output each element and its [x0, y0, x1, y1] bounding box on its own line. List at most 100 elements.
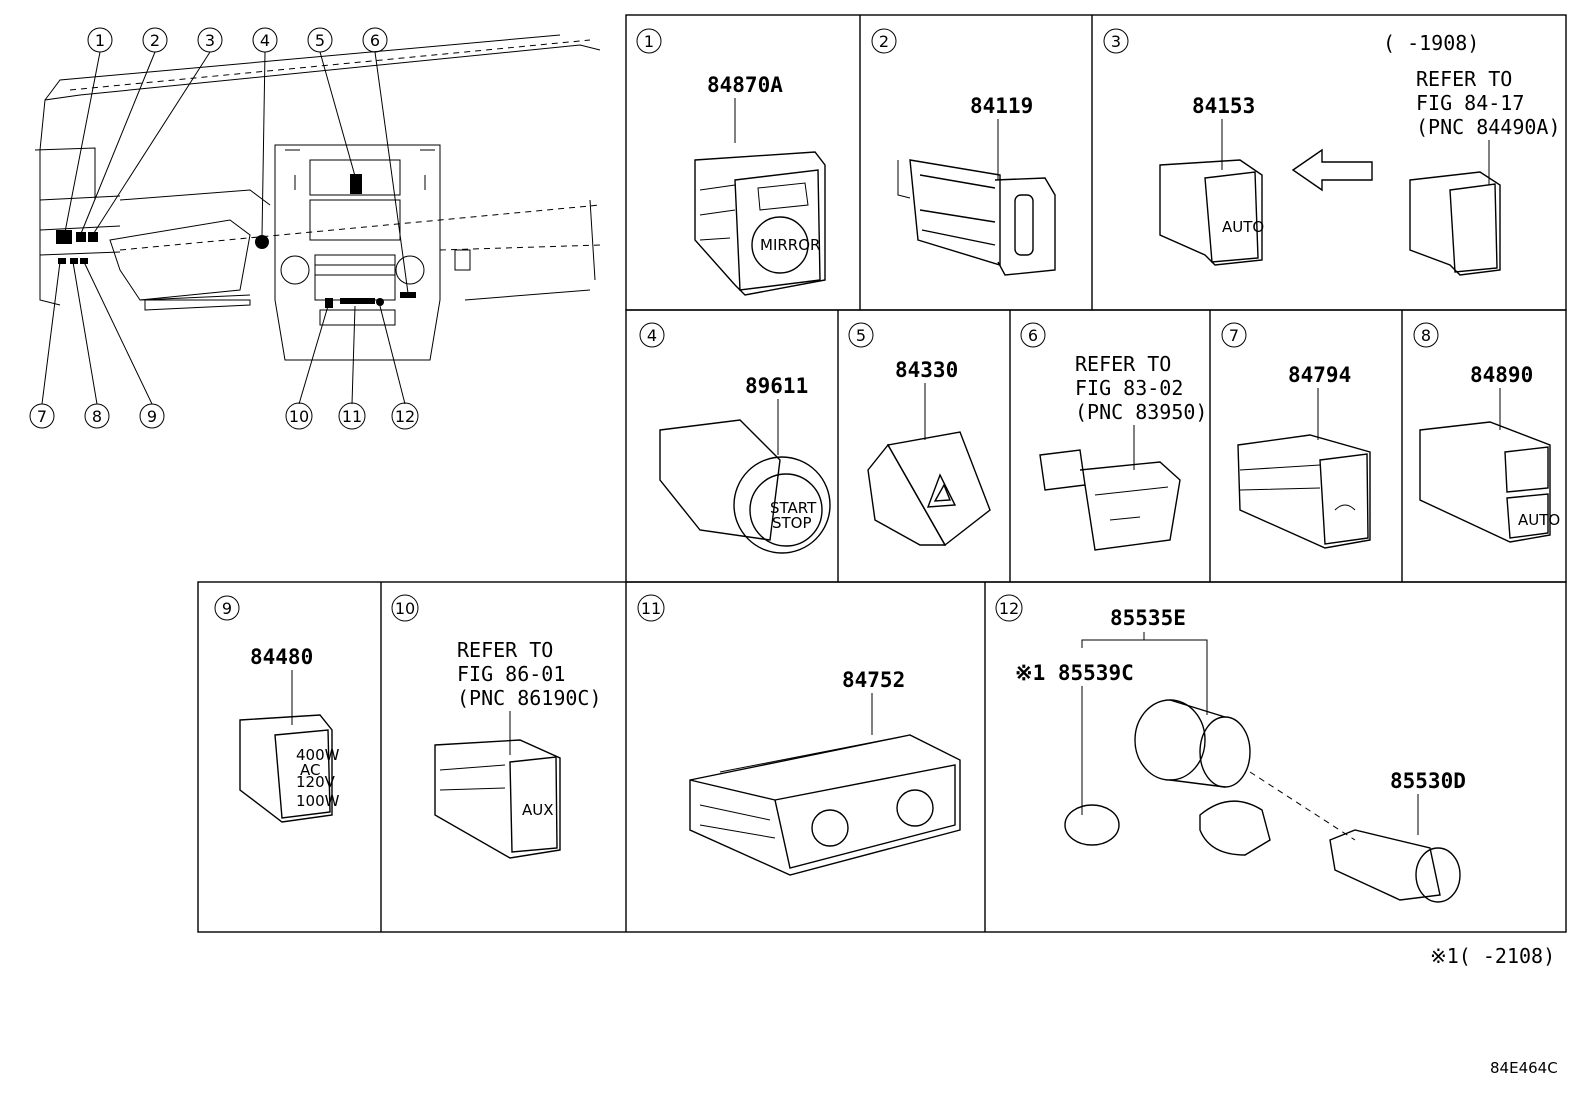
- svg-text:FIG 86-01: FIG 86-01: [457, 662, 565, 686]
- svg-text:9: 9: [222, 599, 232, 618]
- overview-callout-1: 1: [87, 27, 113, 53]
- overview-callout-3: 3: [197, 27, 223, 53]
- svg-text:1: 1: [644, 32, 654, 51]
- overview-callout-12: 12: [391, 402, 419, 430]
- svg-text:REFER TO: REFER TO: [1075, 352, 1171, 376]
- footnote: ※1( -2108): [1430, 944, 1555, 968]
- svg-text:7: 7: [37, 407, 47, 426]
- hazard-switch-icon: [867, 431, 991, 547]
- svg-text:8: 8: [92, 407, 102, 426]
- svg-text:4: 4: [647, 326, 657, 345]
- svg-text:(PNC 83950): (PNC 83950): [1075, 400, 1207, 424]
- overview-callout-9: 9: [139, 403, 165, 429]
- panel-4: 4 89611 START STOP: [639, 322, 831, 554]
- part-number-84330: 84330: [895, 358, 958, 382]
- svg-text:3: 3: [1111, 32, 1121, 51]
- svg-text:12: 12: [999, 599, 1019, 618]
- svg-text:STOP: STOP: [772, 514, 812, 532]
- svg-text:FIG 84-17: FIG 84-17: [1416, 91, 1524, 115]
- referred-switch-icon: [1409, 171, 1501, 276]
- svg-text:12: 12: [395, 407, 415, 426]
- defogger-switch-icon: [1237, 434, 1371, 549]
- part-number-84870A: 84870A: [707, 73, 783, 97]
- part-number-84153: 84153: [1192, 94, 1255, 118]
- panel-9: 9 84480 400W AC 120V 100W: [214, 595, 340, 823]
- part-number-84794: 84794: [1288, 363, 1351, 387]
- svg-text:1: 1: [95, 31, 105, 50]
- dual-switch-icon: AUTO: [1419, 421, 1560, 543]
- engine-start-button-icon: START STOP: [659, 419, 831, 554]
- aux-switch-icon: AUX: [434, 739, 561, 859]
- panel-12: 12 85535E ※1 85539C 85530D: [995, 594, 1466, 903]
- part-number-85535E: 85535E: [1110, 606, 1186, 630]
- svg-text:5: 5: [315, 31, 325, 50]
- part-number-84119: 84119: [970, 94, 1033, 118]
- power-outlet-socket-icon: [1134, 699, 1271, 856]
- panel-3: 3 ( -1908) REFER TO FIG 84-17 (PNC 84490…: [1103, 28, 1561, 276]
- svg-text:7: 7: [1229, 326, 1239, 345]
- svg-text:MIRROR: MIRROR: [760, 236, 820, 254]
- svg-text:REFER TO: REFER TO: [457, 638, 553, 662]
- svg-text:AUX: AUX: [522, 801, 554, 819]
- svg-text:AC: AC: [300, 761, 320, 779]
- svg-text:6: 6: [1028, 326, 1038, 345]
- overview-callout-10: 10: [285, 402, 313, 430]
- dashboard-overview: 1 2 3 4 5 6 7 8 9 10 11 12: [29, 27, 601, 430]
- cap-icon: [1064, 804, 1120, 846]
- panel-11: 11 84752: [637, 594, 961, 876]
- svg-text:8: 8: [1421, 326, 1431, 345]
- part-number-84480: 84480: [250, 645, 313, 669]
- overview-callout-5: 5: [307, 27, 333, 53]
- panel-5: 5 84330: [848, 322, 991, 547]
- mirror-switch-icon: MIRROR: [694, 151, 826, 296]
- climate-control-panel-icon: [689, 734, 961, 876]
- panel-6: 6 REFER TO FIG 83-02 (PNC 83950): [1020, 322, 1207, 551]
- range-note: ( -1908): [1383, 31, 1479, 55]
- svg-text:10: 10: [395, 599, 415, 618]
- svg-text:6: 6: [370, 31, 380, 50]
- part-number-85539C: ※1 85539C: [1015, 661, 1134, 685]
- overview-callout-11: 11: [338, 402, 366, 430]
- svg-text:2: 2: [150, 31, 160, 50]
- part-number-85530D: 85530D: [1390, 769, 1466, 793]
- svg-text:100W: 100W: [296, 792, 340, 810]
- svg-text:11: 11: [342, 407, 362, 426]
- svg-text:11: 11: [641, 599, 661, 618]
- part-number-84890: 84890: [1470, 363, 1533, 387]
- svg-text:3: 3: [205, 31, 215, 50]
- panel-1: 1 84870A MIRROR: [636, 28, 826, 296]
- svg-text:4: 4: [260, 31, 270, 50]
- lcd-switch-icon: [1039, 449, 1181, 551]
- dimmer-switch-icon: [897, 159, 1056, 276]
- panel-8: 8 84890 AUTO: [1413, 322, 1560, 543]
- svg-text:AUTO: AUTO: [1518, 511, 1560, 529]
- panel-2: 2 84119: [871, 28, 1056, 276]
- panel-10: 10 REFER TO FIG 86-01 (PNC 86190C) AUX: [391, 594, 602, 859]
- figure-code: 84E464C: [1490, 1059, 1558, 1077]
- svg-text:10: 10: [289, 407, 309, 426]
- svg-text:(PNC 84490A): (PNC 84490A): [1416, 115, 1561, 139]
- svg-text:(PNC 86190C): (PNC 86190C): [457, 686, 602, 710]
- svg-text:5: 5: [856, 326, 866, 345]
- overview-callout-4: 4: [252, 27, 278, 53]
- overview-callout-6: 6: [362, 27, 388, 53]
- svg-text:AUTO: AUTO: [1222, 218, 1264, 236]
- auto-headlamp-switch-icon: AUTO: [1159, 159, 1264, 266]
- panel-grid: [197, 14, 1567, 933]
- overview-callout-7: 7: [29, 403, 55, 429]
- svg-text:120V: 120V: [296, 773, 336, 791]
- svg-text:9: 9: [147, 407, 157, 426]
- svg-text:2: 2: [879, 32, 889, 51]
- overview-callout-2: 2: [142, 27, 168, 53]
- overview-callout-8: 8: [84, 403, 110, 429]
- svg-text:400W: 400W: [296, 746, 340, 764]
- part-number-84752: 84752: [842, 668, 905, 692]
- svg-text:FIG 83-02: FIG 83-02: [1075, 376, 1183, 400]
- svg-text:START: START: [770, 499, 817, 517]
- part-number-89611: 89611: [745, 374, 808, 398]
- socket-body-icon: [1329, 829, 1461, 903]
- panel-7: 7 84794: [1221, 322, 1371, 549]
- arrow-left-icon: [1291, 148, 1373, 192]
- svg-text:REFER TO: REFER TO: [1416, 67, 1512, 91]
